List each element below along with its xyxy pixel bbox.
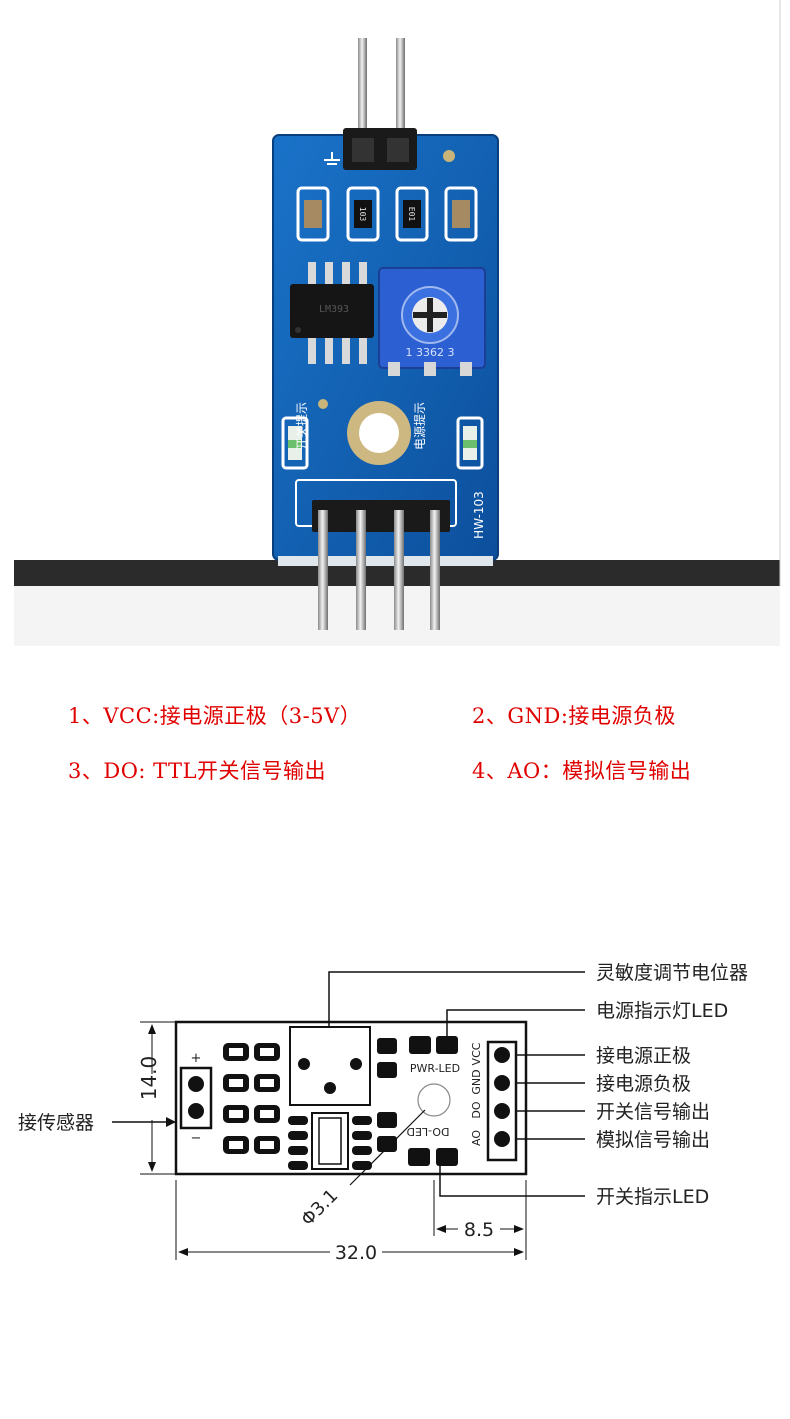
annot-sensor: 接传感器: [18, 1112, 94, 1134]
dim-width-label: 32.0: [335, 1242, 377, 1264]
dim-height-label: 14.0: [137, 1056, 161, 1101]
pwr-led-pads: [409, 1036, 458, 1054]
smd-row: [296, 186, 478, 242]
bottom-pin: [394, 510, 404, 630]
pin-ao-label: AO: [470, 1130, 483, 1146]
silk-switch-label: 开关提示: [294, 402, 309, 450]
sensor-arrow: [166, 1117, 176, 1127]
dim-hole-label: Φ3.1: [297, 1185, 342, 1230]
leader-lines: [112, 971, 585, 1197]
model-label: HW-103: [472, 491, 486, 539]
power-led: [456, 416, 484, 470]
pin-do-label: DO: [470, 1101, 483, 1118]
dim-offset-label: 8.5: [464, 1219, 494, 1241]
potentiometer: [378, 267, 486, 376]
pot-marking: 1 3362 3: [406, 346, 455, 359]
pin-gnd-label: GND: [470, 1069, 483, 1094]
dimension-diagram: + −: [18, 962, 748, 1264]
do-led-label: DO-LED: [407, 1125, 450, 1138]
top-pin: [396, 38, 405, 158]
switch-led: [281, 416, 309, 470]
pin-label-do: 3、DO: TTL开关信号输出: [68, 759, 327, 783]
annot-vcc: 接电源正极: [596, 1045, 691, 1067]
smd-pads-middle: [377, 1038, 397, 1152]
minus-mark: −: [191, 1131, 202, 1146]
output-header: [486, 1040, 518, 1162]
pin-label-gnd: 2、GND:接电源负极: [472, 704, 676, 728]
resistor-e01: E01: [407, 207, 416, 222]
top-pin: [358, 38, 367, 158]
resistor-103: 103: [358, 207, 367, 222]
bottom-header: [295, 479, 457, 532]
annot-ao: 模拟信号输出: [596, 1129, 710, 1151]
module-photo: 103 E01 LM393 1 3362 3: [0, 0, 790, 660]
do-led-pads: [408, 1148, 458, 1166]
plus-mark: +: [191, 1051, 202, 1066]
annot-sw-led: 开关指示LED: [596, 1186, 709, 1208]
ground-symbol: [324, 152, 340, 165]
chip-marking: LM393: [319, 304, 349, 315]
pot-footprint: [289, 1026, 371, 1106]
bottom-pin: [318, 510, 328, 630]
annot-pwr-led: 电源指示灯LED: [596, 1000, 728, 1022]
bottom-pin: [430, 510, 440, 630]
via: [443, 150, 455, 162]
ic-footprint: [288, 1112, 372, 1170]
pin-label-vcc: 1、VCC:接电源正极（3-5V）: [68, 704, 362, 728]
annot-pot: 灵敏度调节电位器: [596, 962, 748, 984]
bottom-pin: [356, 510, 366, 630]
pwr-led-label: PWR-LED: [410, 1062, 460, 1075]
pin-vcc-label: VCC: [470, 1042, 483, 1065]
silk-power-label: 电源提示: [412, 402, 427, 450]
comparator-chip: [290, 262, 374, 364]
annot-do: 开关信号输出: [596, 1101, 710, 1123]
pin-label-ao: 4、AO：模拟信号输出: [472, 759, 692, 783]
annot-gnd: 接电源负极: [596, 1073, 691, 1095]
mounting-hole-outline: [417, 1083, 451, 1117]
